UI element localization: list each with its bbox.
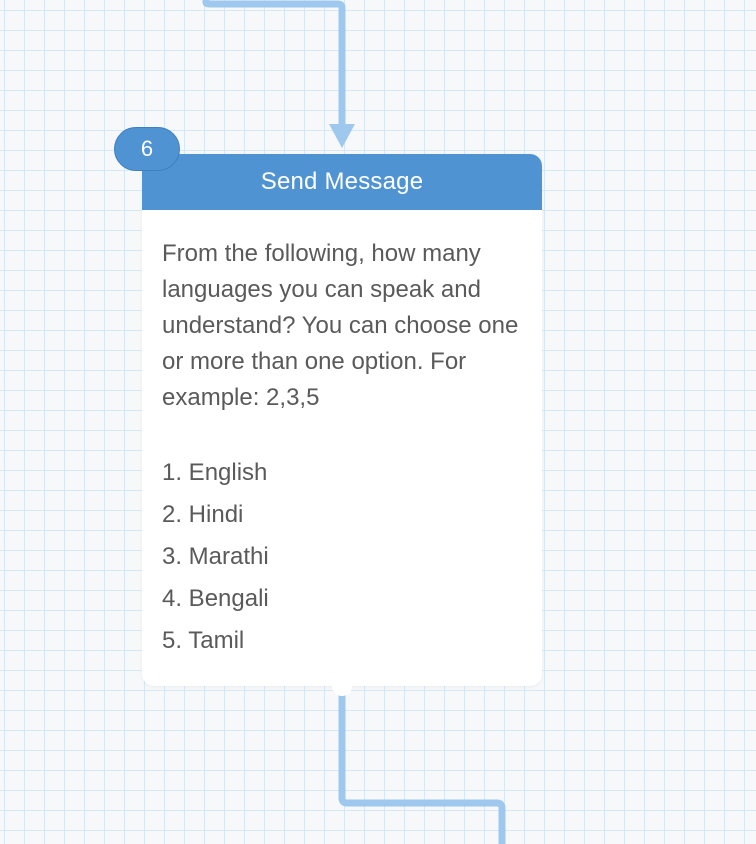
node-title: Send Message xyxy=(260,168,424,195)
options-list: 1. English 2. Hindi 3. Marathi 4. Bengal… xyxy=(162,452,522,662)
incoming-connector[interactable] xyxy=(202,0,346,126)
option-item: 4. Bengali xyxy=(162,585,269,612)
node-header[interactable]: Send Message xyxy=(142,154,542,210)
message-text: From the following, how many languages y… xyxy=(162,240,519,411)
outgoing-connector[interactable] xyxy=(338,690,506,844)
node-body: From the following, how many languages y… xyxy=(142,210,542,662)
send-message-node[interactable]: Send Message From the following, how man… xyxy=(142,154,542,686)
option-item: 1. English xyxy=(162,459,268,486)
option-item: 3. Marathi xyxy=(162,543,269,570)
option-item: 2. Hindi xyxy=(162,501,244,528)
incoming-arrowhead xyxy=(329,124,355,148)
step-number-badge: 6 xyxy=(114,127,180,171)
output-port[interactable] xyxy=(332,676,352,696)
option-item: 5. Tamil xyxy=(162,627,245,654)
